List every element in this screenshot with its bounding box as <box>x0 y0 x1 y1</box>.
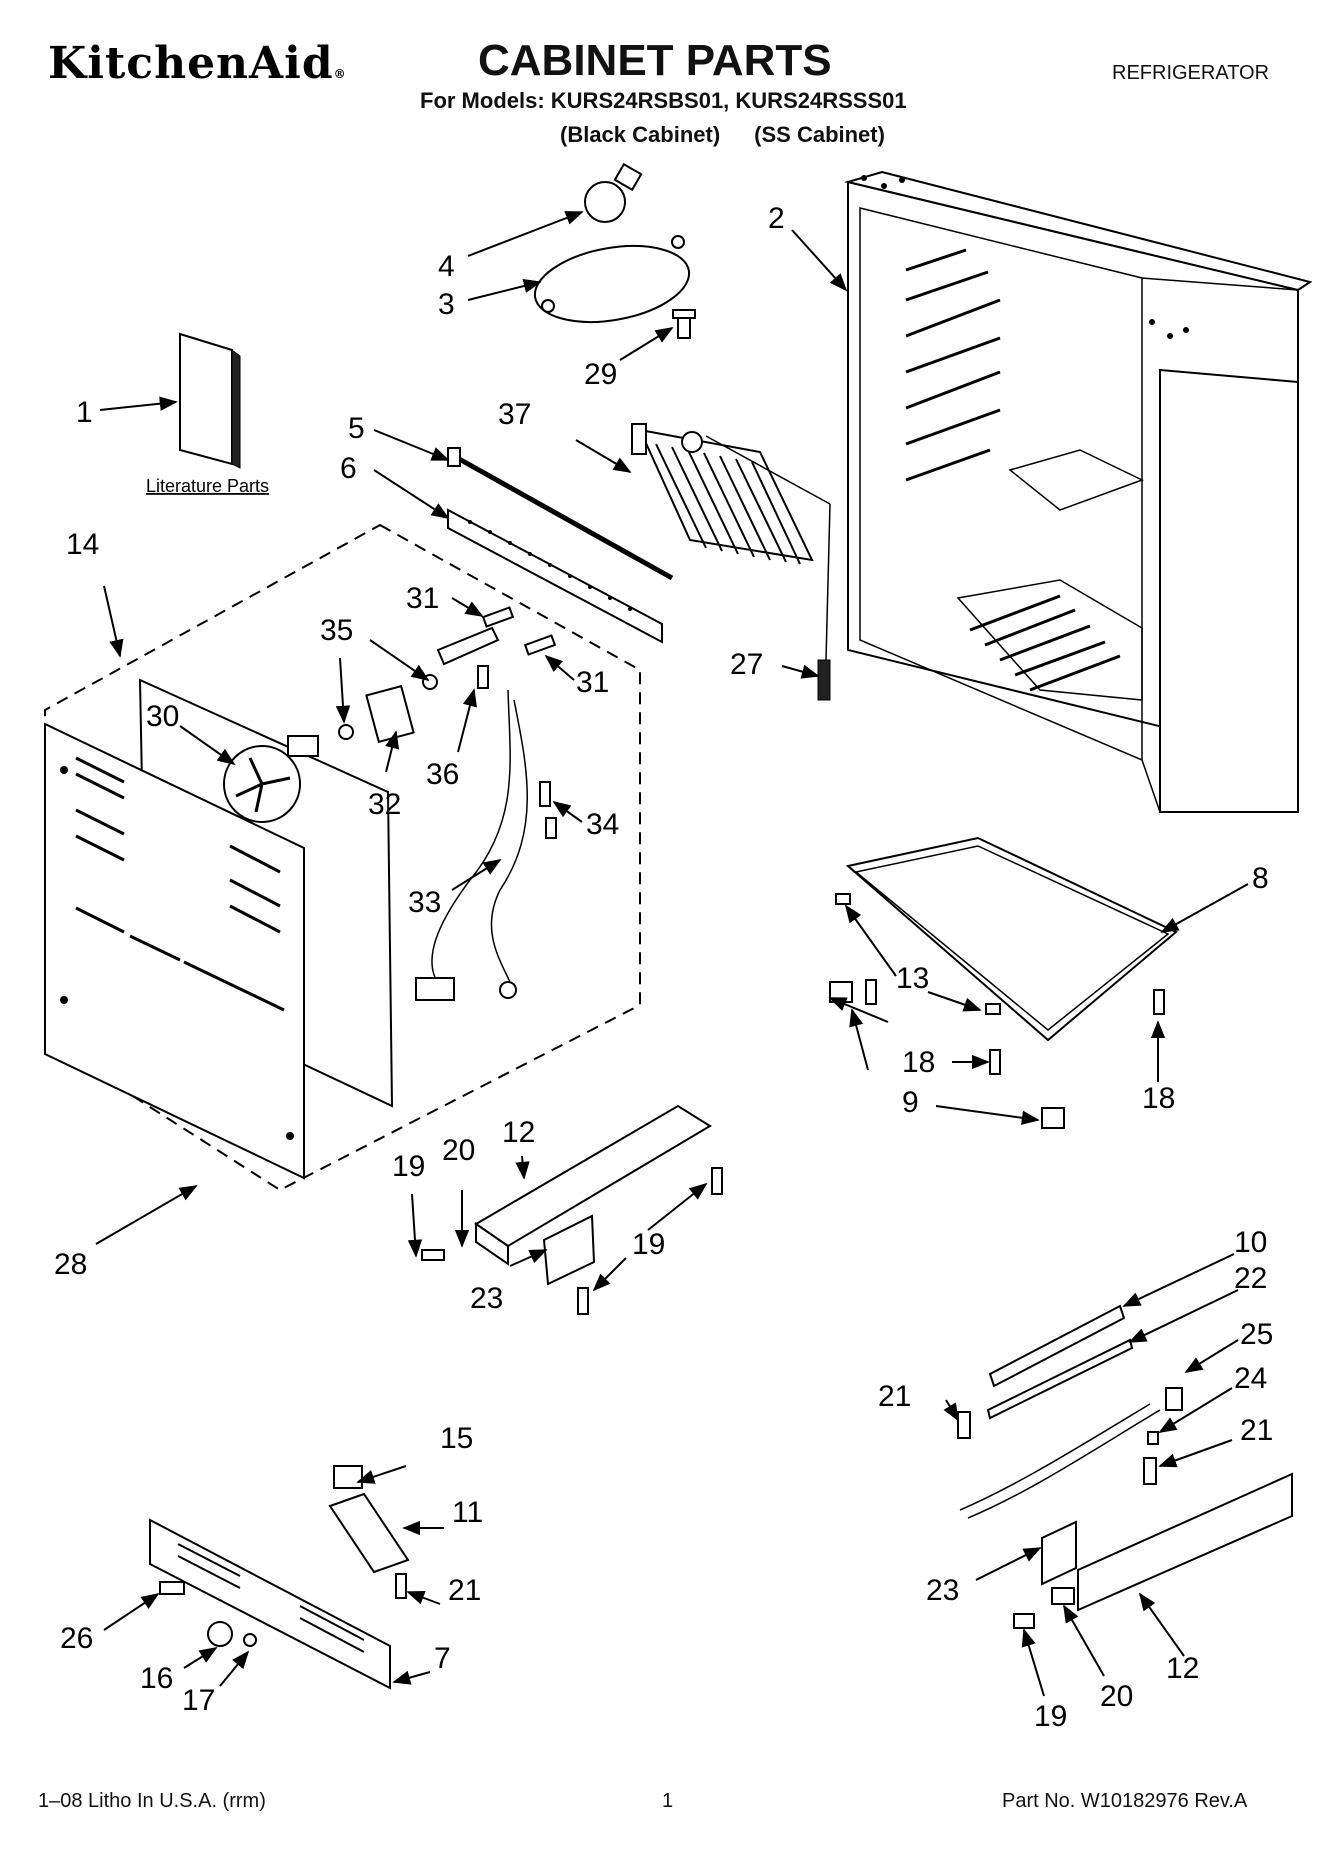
callout-18-left: 18 <box>902 1046 935 1079</box>
bottom-plate-drawing <box>845 836 1178 1042</box>
callout-15: 15 <box>440 1422 473 1455</box>
callout-9: 9 <box>902 1086 919 1119</box>
mounting-screws-drawing <box>481 606 557 807</box>
brand-name: KitchenAid <box>48 38 334 89</box>
drain-bracket-drawing <box>447 508 663 644</box>
product-category: REFRIGERATOR <box>1112 62 1270 84</box>
leader-lines <box>95 211 1249 1697</box>
callout-30: 30 <box>146 700 179 733</box>
callout-3: 3 <box>438 288 455 321</box>
callout-21-left: 21 <box>878 1380 911 1413</box>
rear-access-panel-drawing <box>44 722 305 1180</box>
screw-29-drawing <box>672 309 696 339</box>
callout-31-lower: 31 <box>576 666 609 699</box>
brand-logo: KitchenAid® <box>48 38 347 89</box>
callout-19-lower: 19 <box>1034 1700 1067 1733</box>
callout-19-mid: 19 <box>632 1228 665 1261</box>
switch-bracket-drawing <box>159 1465 410 1599</box>
callout-25: 25 <box>1240 1318 1273 1351</box>
callout-28: 28 <box>54 1248 87 1281</box>
leveling-legs-drawing <box>829 981 1065 1129</box>
cabinet-liner-drawing <box>844 170 1313 813</box>
callout-21-right: 21 <box>1240 1414 1273 1447</box>
callout-17: 17 <box>182 1684 215 1717</box>
wire-harness-drawing <box>415 689 557 1001</box>
callout-20-upper: 20 <box>442 1134 475 1167</box>
callout-8: 8 <box>1252 862 1269 895</box>
motor-bracket-drawing <box>436 626 500 689</box>
light-lens-drawing <box>533 235 691 323</box>
lower-right-assembly-drawing <box>957 1304 1293 1629</box>
variant-ss-cabinet: (SS Cabinet) <box>754 122 885 147</box>
heater-rod-drawing <box>447 447 674 581</box>
registered-mark: ® <box>333 67 347 81</box>
callout-4: 4 <box>438 250 455 283</box>
clips-and-screws-drawing <box>835 893 1165 1075</box>
callout-16: 16 <box>140 1662 173 1695</box>
callout-35: 35 <box>320 614 353 647</box>
callout-27: 27 <box>730 648 763 681</box>
toe-grille-drawing <box>149 1518 391 1690</box>
callout-19-left: 19 <box>392 1150 425 1183</box>
callout-32: 32 <box>368 788 401 821</box>
callout-23-upper: 23 <box>470 1282 503 1315</box>
callout-14: 14 <box>66 528 99 561</box>
callout-29: 29 <box>584 358 617 391</box>
literature-parts-label: Literature Parts <box>146 476 269 496</box>
callout-7: 7 <box>434 1642 451 1675</box>
callout-5: 5 <box>348 412 365 445</box>
callout-23-lower: 23 <box>926 1574 959 1607</box>
page-number: 1 <box>662 1790 674 1812</box>
callout-37: 37 <box>498 398 531 431</box>
callout-10: 10 <box>1234 1226 1267 1259</box>
callout-11: 11 <box>452 1496 483 1529</box>
page-title: CABINET PARTS <box>478 36 832 85</box>
variant-black-cabinet: (Black Cabinet) <box>560 122 721 147</box>
part-number: Part No. W10182976 Rev.A <box>1002 1790 1248 1812</box>
upper-rail-drawing <box>421 1104 723 1315</box>
callout-21-grille: 21 <box>448 1574 481 1607</box>
litho-note: 1–08 Litho In U.S.A. (rrm) <box>38 1790 266 1812</box>
callout-12-lower: 12 <box>1166 1652 1199 1685</box>
model-variants: (Black Cabinet) (SS Cabinet) <box>560 122 919 148</box>
callout-6: 6 <box>340 452 357 485</box>
evaporator-drawing <box>631 423 831 701</box>
callout-22: 22 <box>1234 1262 1267 1295</box>
literature-booklet-drawing <box>179 332 241 469</box>
callout-36: 36 <box>426 758 459 791</box>
model-numbers: For Models: KURS24RSBS01, KURS24RSSS01 <box>420 88 907 113</box>
callout-12-upper: 12 <box>502 1116 535 1149</box>
callout-34: 34 <box>586 808 619 841</box>
callout-20-lower: 20 <box>1100 1680 1133 1713</box>
callout-26: 26 <box>60 1622 93 1655</box>
fan-motor-drawing <box>338 674 438 744</box>
callout-24: 24 <box>1234 1362 1267 1395</box>
callout-18-right: 18 <box>1142 1082 1175 1115</box>
callout-33: 33 <box>408 886 441 919</box>
callout-2: 2 <box>768 202 785 235</box>
rear-panel-assembly-outline <box>44 523 641 1192</box>
light-bulb-drawing <box>584 162 643 223</box>
callout-1: 1 <box>76 396 93 429</box>
callout-13: 13 <box>896 962 929 995</box>
callout-31-upper: 31 <box>406 582 439 615</box>
